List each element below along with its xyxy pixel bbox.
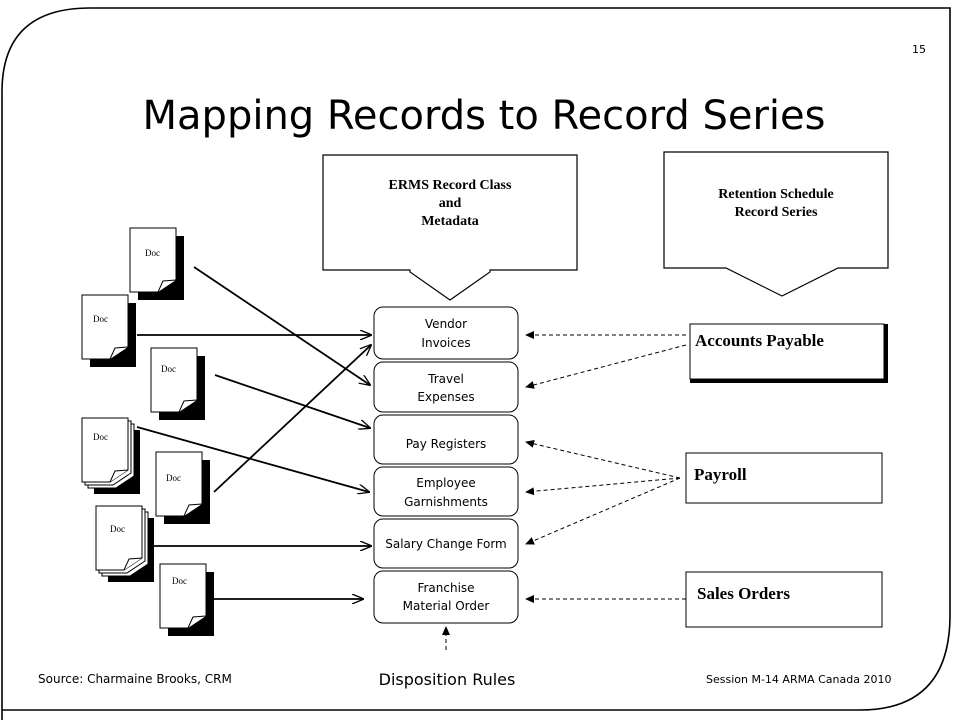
doc-label: Doc [161, 364, 176, 374]
doc-icon-3: Doc [150, 347, 205, 420]
doc-label: Doc [166, 473, 181, 483]
doc-label: Doc [93, 314, 108, 324]
record-class-franchise-material-order: Franchise Material Order [373, 570, 519, 624]
slide-frame [1, 7, 951, 720]
doc-label: Doc [93, 432, 108, 442]
erms-header-line-2: and [439, 196, 462, 211]
doc-label: Doc [110, 524, 125, 534]
session-note: Session M-14 ARMA Canada 2010 [706, 673, 891, 686]
doc-label: Doc [145, 248, 160, 258]
erms-header-line-3: Metadata [421, 214, 479, 229]
record-class-line: Pay Registers [406, 437, 487, 451]
record-class-line: Invoices [421, 336, 470, 350]
record-class-line: Franchise [417, 581, 474, 595]
doc-icon-5: Doc [159, 563, 214, 636]
erms-header-arrow: ERMS Record Class and Metadata [322, 154, 578, 301]
record-class-line: Travel [427, 372, 464, 386]
record-class-line: Vendor [425, 317, 467, 331]
document-arrows [136, 266, 371, 599]
record-class-employee-garnishments: Employee Garnishments [373, 466, 519, 517]
doc-stack-2: Doc [95, 505, 154, 582]
record-series-accounts-payable: Accounts Payable [689, 323, 888, 383]
record-series-label: Payroll [694, 465, 747, 484]
source-note: Source: Charmaine Brooks, CRM [38, 672, 232, 686]
record-class-line: Expenses [417, 390, 474, 404]
series-mapping-arrows [442, 331, 687, 650]
doc-icon-2: Doc [81, 294, 136, 367]
record-class-line: Employee [416, 476, 475, 490]
record-class-travel-expenses: Travel Expenses [373, 361, 519, 413]
record-series-label: Accounts Payable [695, 331, 824, 350]
retention-header-line-2: Record Series [735, 205, 818, 220]
erms-header-line-1: ERMS Record Class [389, 178, 512, 193]
disposition-rules: Disposition Rules [379, 670, 516, 689]
record-class-line: Garnishments [404, 495, 488, 509]
doc-icon-1: Doc [129, 227, 184, 300]
record-class-salary-change-form: Salary Change Form [373, 518, 519, 569]
retention-header-arrow: Retention Schedule Record Series [663, 151, 889, 297]
doc-icon-4: Doc [155, 451, 210, 524]
doc-label: Doc [172, 576, 187, 586]
record-series-label: Sales Orders [697, 584, 790, 603]
record-class-vendor-invoices: Vendor Invoices [373, 306, 519, 360]
record-class-line: Material Order [403, 599, 490, 613]
record-class-line: Salary Change Form [385, 537, 507, 551]
doc-stack-1: Doc [81, 417, 140, 494]
record-series-sales-orders: Sales Orders [685, 571, 883, 628]
record-class-pay-registers: Pay Registers [373, 414, 519, 465]
record-series-payroll: Payroll [685, 452, 883, 504]
slide-number: 15 [912, 43, 926, 56]
retention-header-line-1: Retention Schedule [718, 187, 834, 202]
slide-title: Mapping Records to Record Series [143, 93, 826, 139]
